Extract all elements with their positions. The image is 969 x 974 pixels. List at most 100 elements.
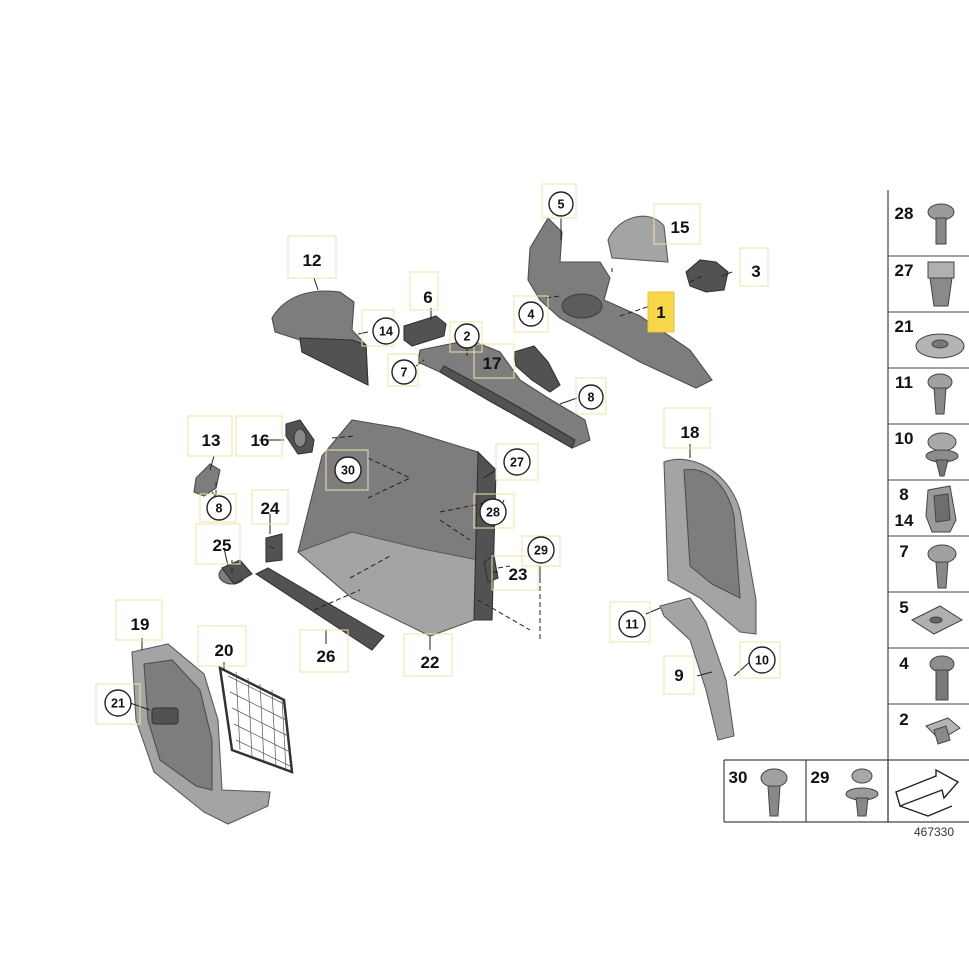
- callout-17-label: 17: [483, 354, 502, 373]
- fastener-10-label: 10: [895, 429, 914, 448]
- fastener-21[interactable]: 21: [895, 317, 965, 359]
- callout-1[interactable]: 1: [647, 291, 675, 333]
- callout-18[interactable]: 18: [681, 423, 700, 442]
- part-3-bracket: [685, 259, 729, 293]
- callout-3-label: 3: [751, 262, 760, 281]
- callout-23[interactable]: 23: [509, 565, 528, 584]
- callout-10[interactable]: 10: [748, 646, 776, 674]
- fastener-27[interactable]: 27: [895, 261, 955, 307]
- screw-icon: [927, 203, 955, 245]
- reference-number: 467330: [914, 825, 954, 839]
- fastener-panel: [723, 190, 969, 823]
- callout-20[interactable]: 20: [215, 641, 234, 660]
- bolt-icon: [929, 655, 955, 701]
- callout-29[interactable]: 29: [527, 536, 555, 564]
- callout-6[interactable]: 6: [423, 288, 432, 307]
- callout-25[interactable]: 25: [213, 536, 232, 555]
- callout-1-label: 1: [656, 303, 665, 322]
- push-rivet-icon: [927, 544, 957, 589]
- part-15-cap: [607, 215, 669, 263]
- callout-8-clip-label: 8: [216, 502, 223, 516]
- callout-19-label: 19: [131, 615, 150, 634]
- fastener-7-label: 7: [899, 542, 908, 561]
- clip-nut-icon: [927, 261, 955, 307]
- callout-3[interactable]: 3: [751, 262, 760, 281]
- dash-lines: [215, 275, 703, 640]
- callout-29-label: 29: [534, 544, 548, 558]
- callout-5-label: 5: [558, 198, 565, 212]
- arrow-icon: [895, 768, 960, 817]
- callout-8-rail-label: 8: [588, 391, 595, 405]
- callout-9[interactable]: 9: [674, 666, 683, 685]
- callout-21[interactable]: 21: [104, 689, 132, 717]
- fastener-7[interactable]: 7: [899, 542, 957, 589]
- callout-30[interactable]: 30: [334, 456, 362, 484]
- part-23-clip: [483, 555, 499, 583]
- rivet-icon: [927, 373, 953, 415]
- part-1-hole: [561, 293, 603, 319]
- callout-12[interactable]: 12: [303, 251, 322, 270]
- speed-nut-icon: [915, 333, 965, 359]
- callout-24[interactable]: 24: [261, 499, 280, 518]
- callout-2[interactable]: 2: [454, 323, 480, 349]
- part-17-cover: [513, 345, 561, 393]
- guide-frames: [95, 183, 781, 725]
- clip-icon: [925, 717, 961, 745]
- u-nut-icon: [910, 605, 964, 635]
- callout-28[interactable]: 28: [479, 498, 507, 526]
- callout-26[interactable]: 26: [317, 647, 336, 666]
- fastener-10[interactable]: 10: [895, 429, 959, 477]
- fastener-11-label: 11: [895, 373, 913, 392]
- part-19-inner: [143, 659, 213, 791]
- callout-8-rail[interactable]: 8: [578, 384, 604, 410]
- callout-22-label: 22: [421, 653, 440, 672]
- callout-11[interactable]: 11: [618, 610, 646, 638]
- fastener-27-label: 27: [895, 261, 914, 280]
- callout-13[interactable]: 13: [202, 431, 221, 450]
- callout-11-label: 11: [625, 618, 638, 632]
- callout-7[interactable]: 7: [391, 359, 417, 385]
- callout-21-label: 21: [111, 697, 125, 711]
- fastener-2-label: 2: [899, 710, 908, 729]
- fastener-28[interactable]: 28: [895, 203, 955, 245]
- callout-2-label: 2: [464, 330, 471, 344]
- part-18-inner: [683, 469, 741, 599]
- fastener-4-label: 4: [899, 654, 909, 673]
- callout-27[interactable]: 27: [503, 448, 531, 476]
- callout-14[interactable]: 14: [372, 317, 400, 345]
- callout-16[interactable]: 16: [251, 431, 270, 450]
- trim-screw-icon: [760, 768, 788, 817]
- fastener-5[interactable]: 5: [899, 598, 964, 635]
- callout-8-clip[interactable]: 8: [206, 495, 232, 521]
- fastener-14-label: 14: [895, 511, 914, 530]
- fastener-11[interactable]: 11: [895, 373, 953, 415]
- callout-5[interactable]: 5: [548, 191, 574, 217]
- callout-17[interactable]: 17: [483, 354, 502, 373]
- callout-7-label: 7: [401, 366, 408, 380]
- part-16-hole: [293, 428, 307, 448]
- part-2-rail-shade: [439, 365, 576, 449]
- callout-10-label: 10: [755, 654, 769, 668]
- callout-24-label: 24: [261, 499, 280, 518]
- callout-12-label: 12: [303, 251, 322, 270]
- callout-27-label: 27: [510, 456, 524, 470]
- callout-15[interactable]: 15: [671, 218, 690, 237]
- fastener-4[interactable]: 4: [899, 654, 955, 701]
- part-12-edge: [299, 337, 369, 386]
- callout-13-label: 13: [202, 431, 221, 450]
- fastener-8-label: 8: [899, 485, 908, 504]
- callout-22[interactable]: 22: [421, 653, 440, 672]
- part-2-rail: [417, 339, 591, 449]
- callout-4[interactable]: 4: [518, 301, 544, 327]
- fastener-2[interactable]: 2: [899, 710, 961, 745]
- fastener-29[interactable]: 29: [811, 768, 879, 817]
- callout-20-label: 20: [215, 641, 234, 660]
- callout-19[interactable]: 19: [131, 615, 150, 634]
- fastener-21-label: 21: [895, 317, 914, 336]
- fastener-30[interactable]: 30: [729, 768, 788, 817]
- spring-clip-icon: [925, 485, 957, 533]
- callout-25-label: 25: [213, 536, 232, 555]
- callout-16-label: 16: [251, 431, 270, 450]
- fastener-8[interactable]: 8 14: [895, 485, 957, 533]
